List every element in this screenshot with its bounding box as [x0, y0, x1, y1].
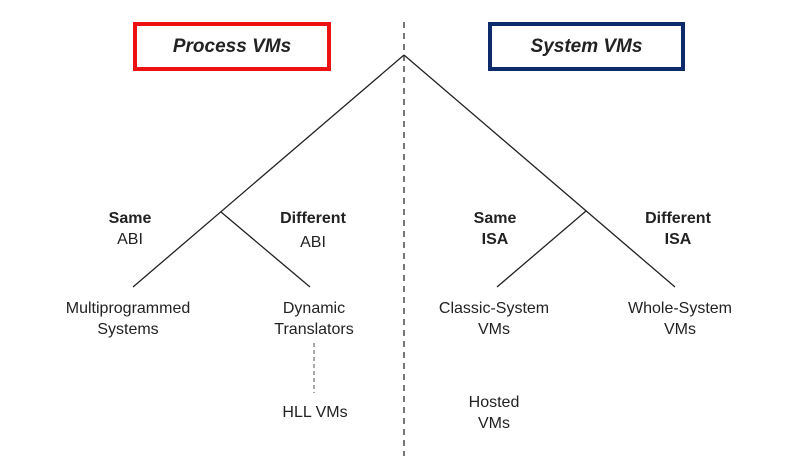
edge-root-to-system — [403, 54, 676, 288]
system-vms-title: System VMs — [530, 35, 643, 57]
branch-label-same-isa: Same ISA — [473, 210, 517, 248]
edge-system-same — [496, 210, 587, 288]
leaf-hll-vms: HLL VMs — [282, 404, 348, 421]
branch-label-different-isa: Different ISA — [645, 210, 711, 248]
leaf-hosted-vms: Hosted VMs — [468, 394, 520, 432]
branch-label-different-abi: Different ABI — [280, 210, 346, 251]
process-vms-title: Process VMs — [172, 35, 292, 57]
edge-process-different — [220, 211, 311, 288]
leaf-dynamic-translators: Dynamic Translators — [274, 300, 354, 338]
edge-root-to-process — [132, 54, 405, 288]
system-vms-box: System VMs — [488, 22, 685, 71]
leaf-multiprogrammed-systems: Multiprogrammed Systems — [65, 300, 191, 338]
leaf-whole-system-vms: Whole-System VMs — [627, 300, 733, 338]
branch-label-same-abi: Same ABI — [108, 210, 152, 248]
process-vms-box: Process VMs — [133, 22, 331, 71]
leaf-classic-system-vms: Classic-System VMs — [438, 300, 550, 338]
